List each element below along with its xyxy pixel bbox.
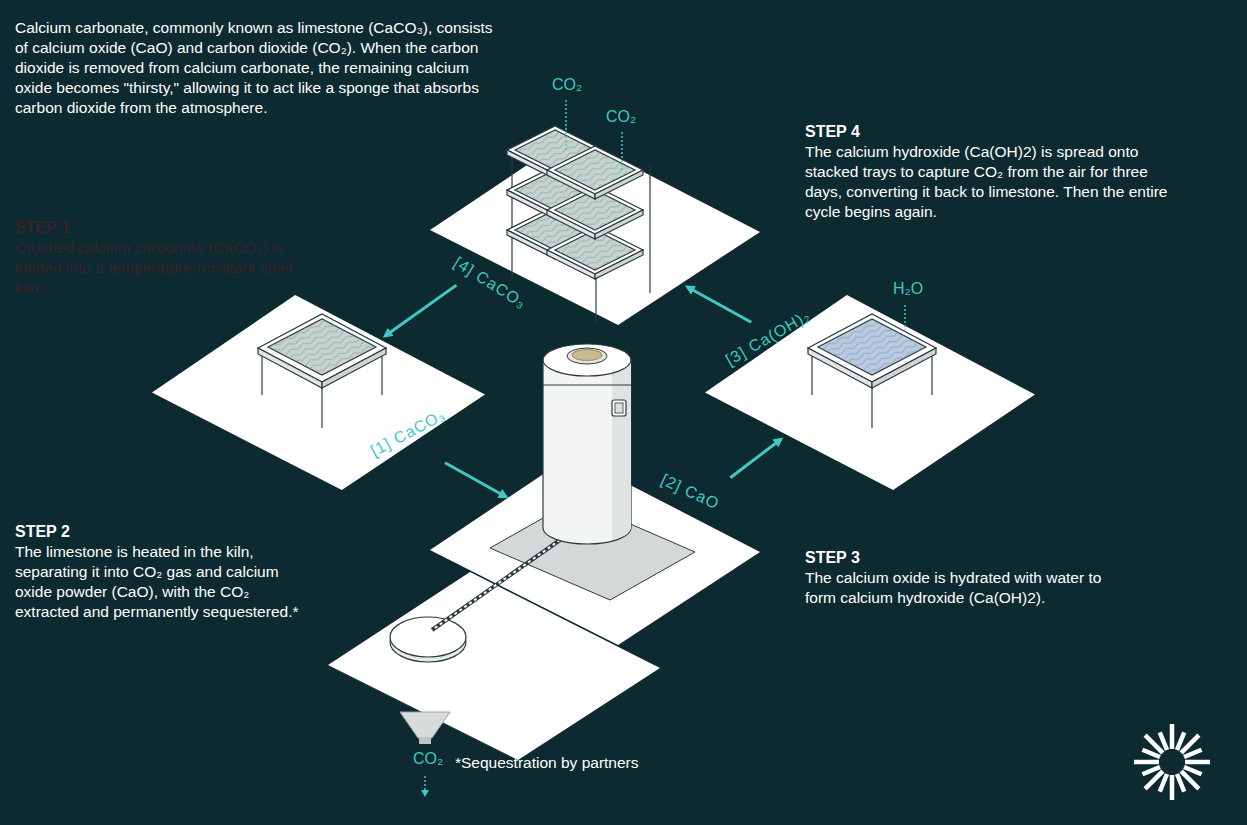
co2-label: CO₂ [606,108,636,126]
co2-label: CO₂ [413,750,443,768]
shelf-post [649,165,650,293]
logo-ray [1170,775,1175,800]
logo-ray [1160,774,1167,792]
step-heading: STEP 3 [805,548,1135,568]
step-body: The limestone is heated in the kiln, sep… [15,542,315,622]
step-body: The calcium oxide is hydrated with water… [805,568,1135,608]
step-description: STEP 3The calcium oxide is hydrated with… [805,548,1135,608]
funnel [400,712,450,738]
co2-outflow-head [421,790,429,797]
intro-text: Calcium carbonate, commonly known as lim… [15,18,505,118]
sequestration-disk-top [390,617,466,657]
kiln-band [543,385,631,386]
funnel-spout [419,738,431,744]
logo-ray [1184,767,1202,774]
co2-drip [621,132,623,172]
flow-arrow [385,285,456,336]
platform-fill [430,135,760,325]
step-description: STEP 2The limestone is heated in the kil… [15,522,315,622]
step-description: STEP 4The calcium hydroxide (Ca(OH)2) is… [805,122,1170,222]
kiln-window-inner [615,403,623,413]
logo-ray [1184,750,1202,757]
step-heading: STEP 1 [15,218,315,238]
kiln-window [612,400,626,416]
logo-ray [1134,760,1159,765]
tray-fill [555,150,635,190]
logo-ray [1177,732,1184,750]
logo [1134,724,1210,800]
step-heading: STEP 2 [15,522,315,542]
co2-outflow [424,776,426,792]
step-heading: STEP 4 [805,122,1170,142]
kiln-lid [567,348,607,364]
flow-arrow [445,463,506,497]
tray-texture [555,150,635,190]
flow-arrow [730,439,781,478]
logo-ray [1185,760,1210,765]
logo-ray [1142,750,1160,757]
platform-fill [152,295,485,490]
co2-drip [565,100,567,150]
h2o-label: H₂O [893,280,923,298]
logo-ray [1160,732,1167,750]
step-body: The calcium hydroxide (Ca(OH)2) is sprea… [805,142,1170,222]
flow-arrow [687,287,751,322]
water-drip [904,305,906,330]
logo-ray [1170,724,1175,749]
kiln-shade [612,360,631,540]
logo-ray [1142,767,1160,774]
shelf-post [511,150,512,278]
platform-fill [705,295,1035,490]
co2-label: CO₂ [552,76,582,94]
step-description: STEP 1Crushed calcium carbonate (CaCO₃) … [15,218,315,298]
footnote: *Sequestration by partners [455,754,639,772]
kiln-top [543,344,631,376]
kiln-body [543,360,631,544]
kiln-charge [572,350,602,361]
logo-ray [1177,774,1184,792]
step-body: Crushed calcium carbonate (CaCO₃) is loa… [15,238,315,298]
platform-fill [430,455,760,645]
